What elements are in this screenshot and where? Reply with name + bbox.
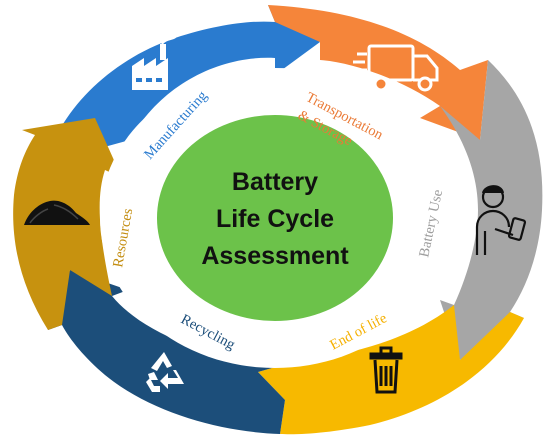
center-circle <box>157 115 393 321</box>
segment-recycling <box>48 270 300 434</box>
factory-icon <box>132 35 177 90</box>
center-hub: Battery Life Cycle Assessment <box>157 115 393 321</box>
center-title-line-3: Assessment <box>201 242 349 270</box>
delivery-truck-icon <box>353 44 439 92</box>
center-title-line-2: Life Cycle <box>216 205 334 233</box>
center-title-line-1: Battery <box>232 168 318 196</box>
trash-can-icon <box>369 346 403 394</box>
person-with-phone-icon <box>475 185 527 255</box>
segment-manufacturing <box>46 5 320 163</box>
ore-pile-icon <box>24 200 90 225</box>
segment-transportation <box>268 5 488 140</box>
recycle-icon <box>146 352 184 392</box>
